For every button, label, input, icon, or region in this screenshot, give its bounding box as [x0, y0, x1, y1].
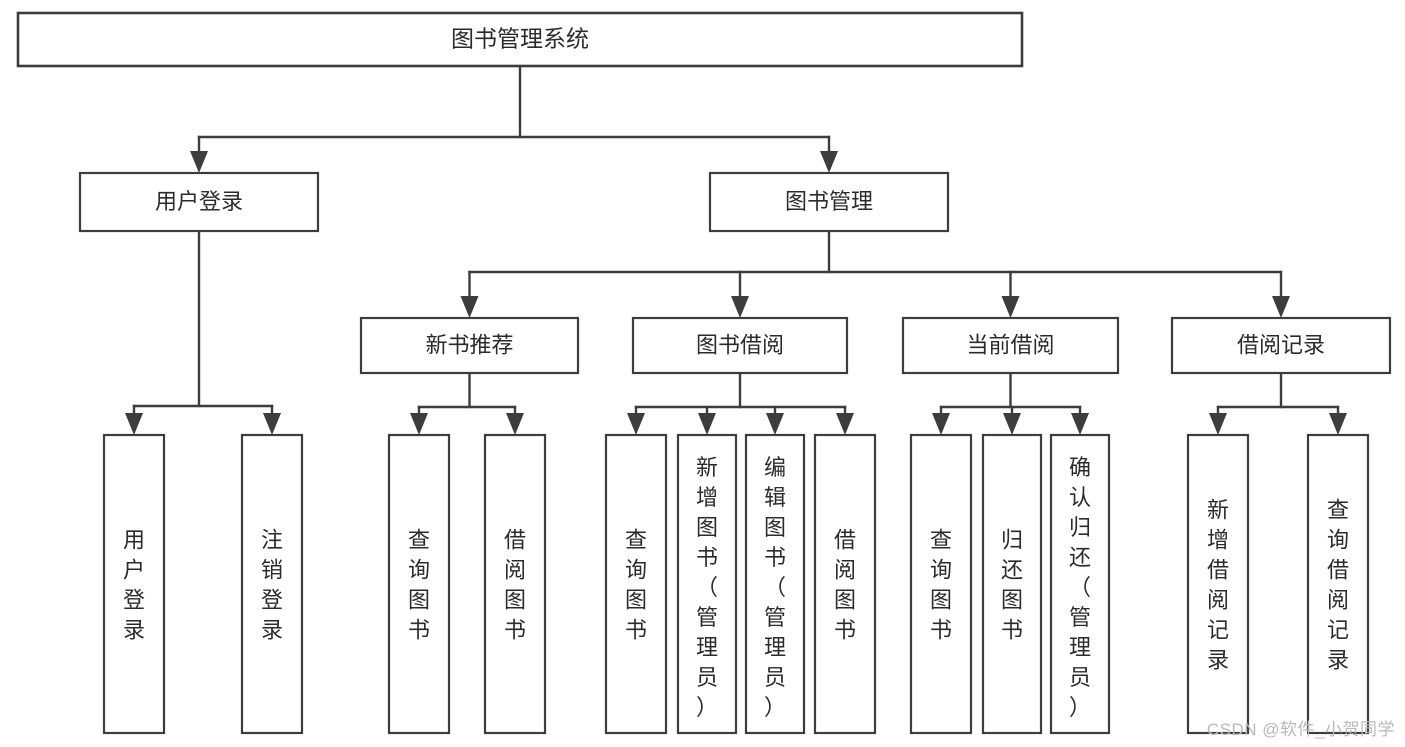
- edge-group-user-login: [125, 229, 281, 435]
- node-leaf-query-borrow-record[interactable]: 查询借阅记录: [1306, 433, 1370, 735]
- node-label: 归还图书: [1001, 527, 1023, 642]
- edge-group-book-manage: [460, 229, 1290, 318]
- node-leaf-add-borrow-record[interactable]: 新增借阅记录: [1186, 433, 1250, 735]
- node-leaf-query-book-2[interactable]: 查询图书: [604, 433, 668, 735]
- node-leaf-user-login[interactable]: 用户登录: [102, 433, 166, 735]
- node-leaf-return-book[interactable]: 归还图书: [981, 433, 1043, 735]
- node-box[interactable]: [813, 433, 877, 735]
- arrowhead-icon: [627, 413, 645, 435]
- edge-group-book-borrow: [627, 371, 854, 435]
- node-leaf-query-book-1[interactable]: 查询图书: [387, 433, 451, 735]
- edge-group-current-borrow: [932, 371, 1089, 435]
- arrowhead-icon: [1001, 296, 1020, 318]
- node-new-book-recommend[interactable]: 新书推荐: [359, 316, 580, 375]
- node-layer: 图书管理系统用户登录图书管理新书推荐图书借阅当前借阅借阅记录用户登录注销登录查询…: [16, 11, 1392, 735]
- edge-group-new-book-recommend: [410, 371, 524, 435]
- node-label: 借阅记录: [1237, 332, 1325, 357]
- node-current-borrow[interactable]: 当前借阅: [901, 316, 1120, 375]
- node-leaf-edit-book[interactable]: 编辑图书（管理员）: [744, 433, 806, 735]
- node-box[interactable]: [483, 433, 547, 735]
- node-box[interactable]: [901, 316, 1120, 375]
- node-box[interactable]: [676, 433, 738, 735]
- node-box[interactable]: [631, 316, 849, 375]
- arrowhead-icon: [1272, 296, 1290, 318]
- arrowhead-icon: [932, 413, 950, 435]
- node-box[interactable]: [240, 433, 304, 735]
- node-box[interactable]: [909, 433, 973, 735]
- node-label: 新增图书（管理员）: [696, 455, 718, 720]
- node-box[interactable]: [604, 433, 668, 735]
- arrowhead-icon: [1329, 413, 1347, 435]
- node-leaf-user-logout[interactable]: 注销登录: [240, 433, 304, 735]
- node-box[interactable]: [359, 316, 580, 375]
- node-label: 借阅图书: [504, 527, 526, 642]
- node-box[interactable]: [1170, 316, 1392, 375]
- node-label: 查询借阅记录: [1327, 497, 1349, 672]
- node-label: 用户登录: [155, 189, 243, 214]
- node-label: 确认归还（管理员）: [1069, 455, 1091, 720]
- edge-group-root: [190, 64, 838, 173]
- arrowhead-icon: [820, 151, 838, 173]
- node-box[interactable]: [102, 433, 166, 735]
- node-leaf-borrow-book-1[interactable]: 借阅图书: [483, 433, 547, 735]
- node-box[interactable]: [708, 171, 950, 233]
- node-label: 新增借阅记录: [1207, 497, 1229, 672]
- arrowhead-icon: [125, 413, 143, 435]
- node-box[interactable]: [78, 171, 320, 233]
- node-label: 借阅图书: [834, 527, 856, 642]
- node-label: 图书借阅: [696, 332, 784, 357]
- arrowhead-icon: [1209, 413, 1227, 435]
- node-label: 图书管理系统: [451, 26, 589, 52]
- node-label: 当前借阅: [966, 332, 1054, 357]
- node-box[interactable]: [387, 433, 451, 735]
- node-root[interactable]: 图书管理系统: [16, 11, 1024, 68]
- arrowhead-icon: [1071, 413, 1089, 435]
- arrowhead-icon: [506, 413, 524, 435]
- arrowhead-icon: [263, 413, 281, 435]
- node-box[interactable]: [744, 433, 806, 735]
- node-label: 新书推荐: [425, 332, 513, 357]
- arrowhead-icon: [766, 413, 784, 435]
- node-box[interactable]: [981, 433, 1043, 735]
- node-label: 用户登录: [123, 527, 145, 642]
- node-leaf-add-book[interactable]: 新增图书（管理员）: [676, 433, 738, 735]
- node-box[interactable]: [1049, 433, 1111, 735]
- node-leaf-query-book-3[interactable]: 查询图书: [909, 433, 973, 735]
- node-book-borrow[interactable]: 图书借阅: [631, 316, 849, 375]
- node-box[interactable]: [1306, 433, 1370, 735]
- connector-layer: [125, 64, 1347, 435]
- arrowhead-icon: [1003, 413, 1021, 435]
- node-label: 查询图书: [625, 527, 647, 642]
- node-leaf-confirm-return[interactable]: 确认归还（管理员）: [1049, 433, 1111, 735]
- arrowhead-icon: [731, 296, 749, 318]
- arrowhead-icon: [836, 413, 854, 435]
- node-borrow-record[interactable]: 借阅记录: [1170, 316, 1392, 375]
- node-label: 查询图书: [408, 527, 430, 642]
- arrowhead-icon: [410, 413, 428, 435]
- arrowhead-icon: [190, 151, 208, 173]
- node-book-manage[interactable]: 图书管理: [708, 171, 950, 233]
- edge-group-borrow-record: [1209, 371, 1347, 435]
- arrowhead-icon: [698, 413, 716, 435]
- node-label: 编辑图书（管理员）: [764, 455, 786, 720]
- node-label: 图书管理: [785, 189, 873, 214]
- node-label: 注销登录: [261, 527, 283, 642]
- node-label: 查询图书: [930, 527, 952, 642]
- arrowhead-icon: [460, 296, 479, 318]
- node-user-login[interactable]: 用户登录: [78, 171, 320, 233]
- node-box[interactable]: [16, 11, 1024, 68]
- node-box[interactable]: [1186, 433, 1250, 735]
- node-leaf-borrow-book-2[interactable]: 借阅图书: [813, 433, 877, 735]
